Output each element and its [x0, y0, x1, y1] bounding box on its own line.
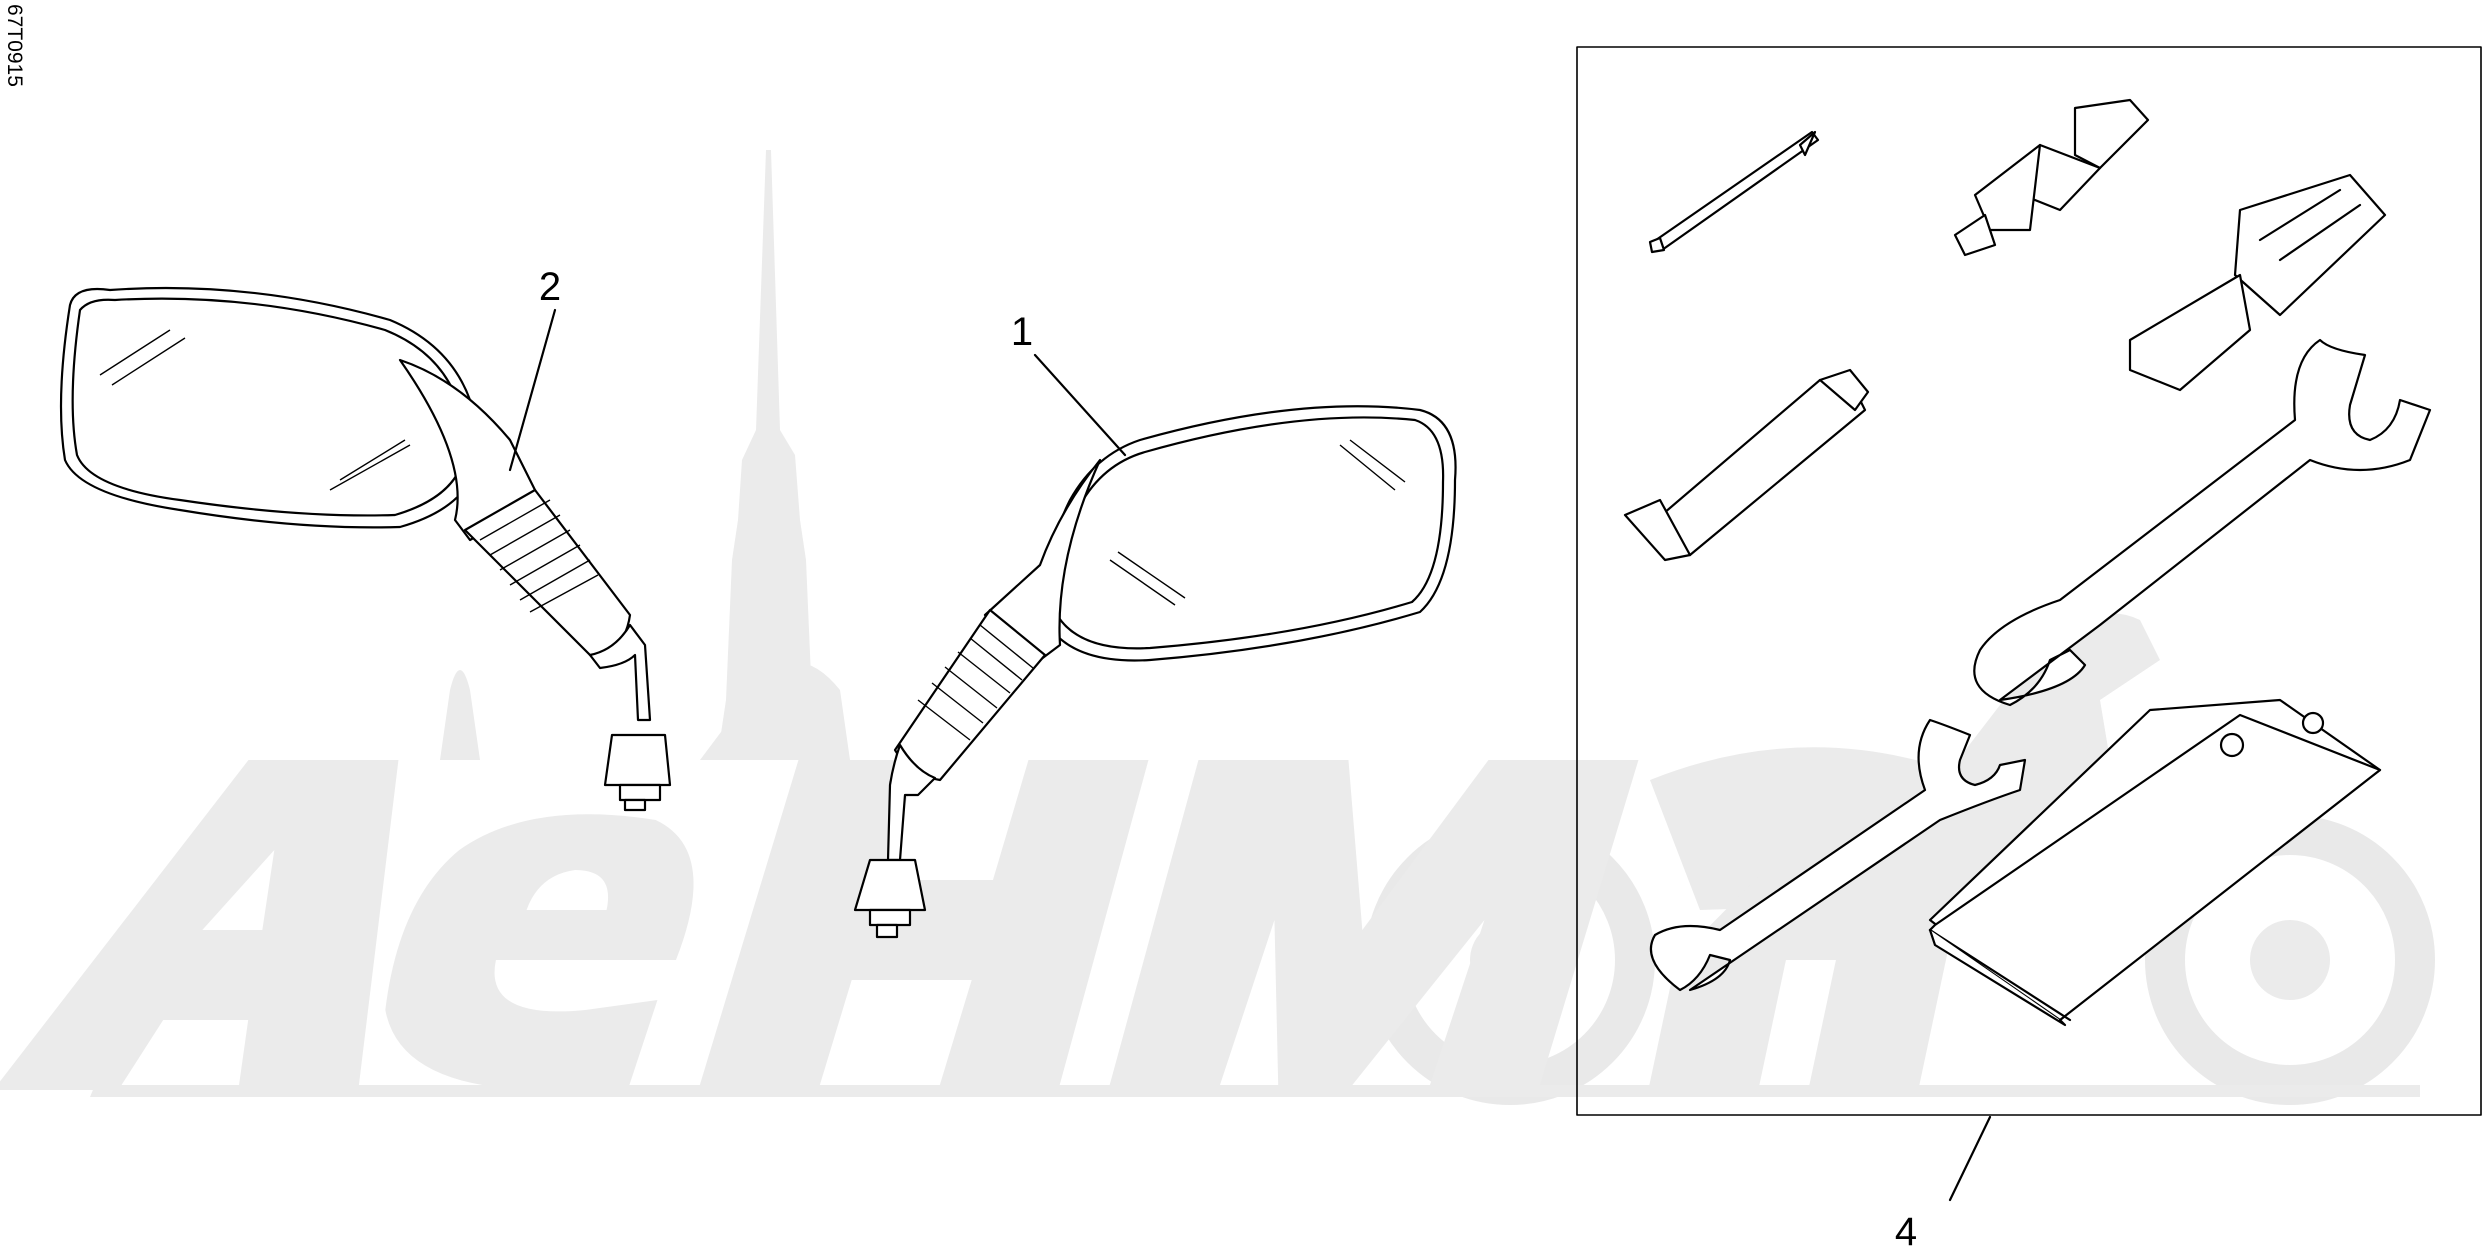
leader-line-1 — [1033, 353, 1127, 457]
watermark-baseline — [90, 1085, 2420, 1097]
tool-kit — [1623, 98, 2432, 1027]
leader-line-4 — [1948, 1115, 1992, 1202]
watermark-spire — [720, 150, 820, 740]
mirror-left — [59, 286, 672, 812]
callout-label-2: 2 — [539, 265, 561, 309]
tool-pouch — [1928, 698, 2382, 1027]
leader-lines — [508, 308, 1992, 1202]
watermark-letters — [0, 760, 1966, 1090]
callout-label-1: 1 — [1011, 310, 1033, 354]
wrench-large — [1973, 338, 2432, 707]
callout-label-4: 4 — [1895, 1210, 1917, 1254]
watermark-domes — [440, 662, 850, 760]
mirror-right — [853, 405, 1457, 939]
wrench-small — [1649, 718, 2027, 992]
screwdriver-small — [1648, 130, 1820, 254]
screwdriver-handle — [2128, 173, 2387, 392]
tool-kit-frame — [1576, 46, 2482, 1116]
bit-holder — [1953, 98, 2150, 257]
leader-line-2 — [508, 308, 557, 472]
box-spanner — [1623, 368, 1870, 562]
